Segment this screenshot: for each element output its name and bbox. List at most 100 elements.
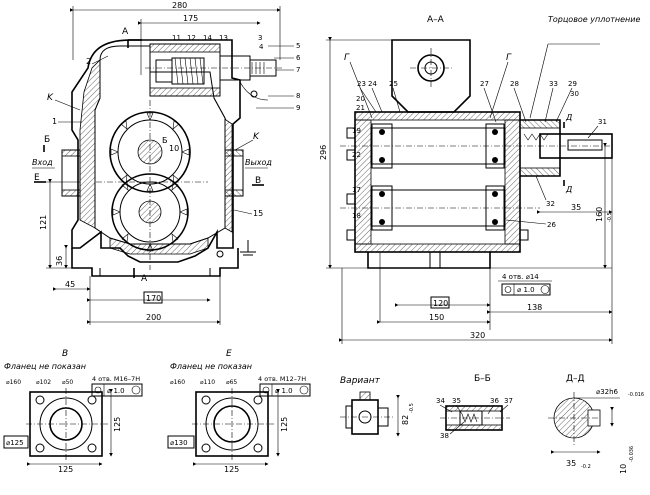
dd-d10: 10 xyxy=(619,464,628,474)
variant-d82-tol: -0.5 xyxy=(409,403,415,413)
section-aa-title: А–А xyxy=(427,15,445,25)
view-v-d125: ⌀125 xyxy=(6,439,24,447)
dd-d35-tol: -0.2 xyxy=(581,464,591,470)
leader-19: 19 xyxy=(352,127,361,135)
v-mark-right: В xyxy=(255,176,261,186)
leader-14: 14 xyxy=(203,34,212,42)
section-dd-title: Д–Д xyxy=(566,374,585,384)
view-e-125-horiz: 125 xyxy=(224,465,239,474)
leader-2: 2 xyxy=(86,57,91,66)
section-dd: Д–Д ⌀32h6 -0.016 35 -0.2 10 -0.036 xyxy=(548,374,644,474)
variant-d82: 82 xyxy=(401,415,410,425)
b-mark-left: Б xyxy=(44,135,50,145)
dim-150: 150 xyxy=(429,313,444,322)
view-e-d65: ⌀65 xyxy=(226,379,237,386)
view-v-d50: ⌀50 xyxy=(62,379,73,386)
view-v-d102: ⌀102 xyxy=(36,379,51,386)
leader-6: 6 xyxy=(296,54,301,62)
section-aa-leaders: 23 24 25 20 21 19 22 17 18 27 28 33 29 3… xyxy=(352,80,607,229)
leader-5: 5 xyxy=(296,42,300,50)
variant-view: Вариант 82 -0.5 xyxy=(340,376,415,437)
leader-18: 18 xyxy=(352,212,361,220)
outlet-label: Выход xyxy=(245,158,272,167)
dim-36: 36 xyxy=(55,256,64,266)
dd-d32: ⌀32h6 xyxy=(596,388,619,396)
dim-121: 121 xyxy=(39,215,48,230)
dim-200: 200 xyxy=(146,313,161,322)
view-e: Е Фланец не показан ⌀160 ⌀110 ⌀65 4 отв.… xyxy=(167,349,311,474)
leader-33: 33 xyxy=(549,80,558,88)
inlet-label: Вход xyxy=(32,158,53,167)
leader-36: 36 xyxy=(490,397,499,405)
dim-175: 175 xyxy=(183,14,198,23)
leader-27: 27 xyxy=(480,80,489,88)
leader-20: 20 xyxy=(356,95,365,103)
dim-138: 138 xyxy=(527,303,542,312)
leader-15: 15 xyxy=(253,209,263,218)
section-aa: А–А Торцовое уплотнение xyxy=(319,15,640,344)
leader-32: 32 xyxy=(546,200,555,208)
view-v-125-vert: 125 xyxy=(113,417,122,432)
leader-31: 31 xyxy=(598,118,607,126)
leader-21: 21 xyxy=(356,104,365,112)
g-label-right: Г xyxy=(506,53,512,63)
d-mark-top: Д xyxy=(565,113,572,122)
view-e-d110: ⌀110 xyxy=(200,379,215,386)
view-v-d160: ⌀160 xyxy=(6,379,21,386)
main-view-leaders: 1 2 11 12 14 13 3 4 5 6 7 8 9 10 15 xyxy=(52,34,301,218)
leader-37: 37 xyxy=(504,397,513,405)
leader-22: 22 xyxy=(352,151,361,159)
leader-7: 7 xyxy=(296,66,300,74)
relief-valve-spring xyxy=(171,57,205,85)
leader-11: 11 xyxy=(172,34,181,42)
dim-170-boxed: 170 xyxy=(146,294,161,303)
leader-25: 25 xyxy=(389,80,398,88)
view-v-125-horiz: 125 xyxy=(58,465,73,474)
leader-8: 8 xyxy=(296,92,300,100)
main-view: 280 175 A xyxy=(32,1,282,325)
leader-17: 17 xyxy=(352,186,361,194)
leader-28: 28 xyxy=(510,80,519,88)
view-e-note: Фланец не показан xyxy=(170,362,252,371)
dd-d35: 35 xyxy=(566,459,576,468)
view-e-letter: Е xyxy=(226,349,232,359)
dd-d32-tol: -0.016 xyxy=(628,392,644,398)
view-e-tol: ⌀ 1.0 xyxy=(275,387,293,395)
b-mark-center: Б xyxy=(162,136,168,145)
e-mark-left: Е xyxy=(34,173,40,183)
dim-35: 35 xyxy=(571,203,581,212)
leader-12: 12 xyxy=(187,34,196,42)
leader-9: 9 xyxy=(296,104,300,112)
leader-35: 35 xyxy=(452,397,461,405)
leader-4: 4 xyxy=(259,43,264,51)
view-e-holes: 4 отв. М12–7Н xyxy=(258,375,306,383)
leader-26: 26 xyxy=(547,221,556,229)
dd-d10-tol: -0.036 xyxy=(629,446,635,462)
dim-320: 320 xyxy=(470,331,485,340)
dim-160: 160 xyxy=(595,207,604,222)
leader-30: 30 xyxy=(570,90,579,98)
section-a-bottom-label: A xyxy=(141,274,148,284)
k-mark-right: K xyxy=(253,132,260,142)
section-bb-title: Б–Б xyxy=(474,374,491,384)
leader-23: 23 xyxy=(357,80,366,88)
view-v-letter: В xyxy=(62,349,68,359)
leader-1: 1 xyxy=(52,117,57,126)
dim-296: 296 xyxy=(319,145,328,160)
leader-24: 24 xyxy=(368,80,377,88)
section-a-top-label: A xyxy=(122,27,129,37)
g-label-left: Г xyxy=(344,53,350,63)
section-bb: Б–Б 34 35 36 37 38 xyxy=(436,374,513,440)
view-v: В Фланец не показан ⌀160 ⌀102 ⌀50 4 отв.… xyxy=(3,349,143,474)
d-mark-bottom: Д xyxy=(565,185,572,194)
leader-34: 34 xyxy=(436,397,445,405)
dim-45: 45 xyxy=(65,280,75,289)
position-tol: ⌀ 1.0 xyxy=(517,286,535,294)
view-e-d160: ⌀160 xyxy=(170,379,185,386)
view-v-tol: ⌀ 1.0 xyxy=(107,387,125,395)
holes-spec: 4 отв. ⌀14 xyxy=(502,273,539,281)
leader-29: 29 xyxy=(568,80,577,88)
dim-280: 280 xyxy=(172,1,187,10)
